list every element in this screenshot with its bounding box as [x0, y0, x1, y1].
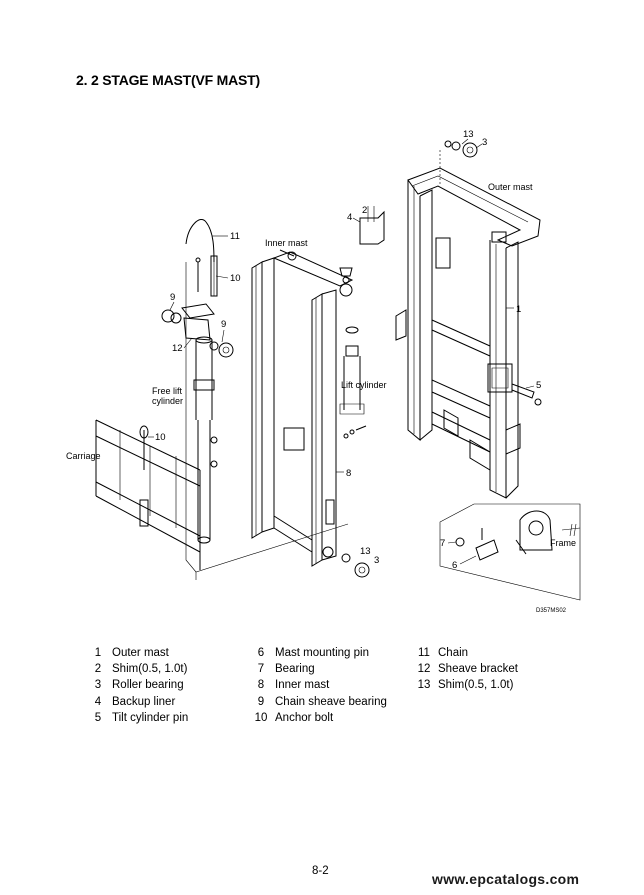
legend-item: [410, 710, 554, 726]
legend-number: [410, 694, 438, 710]
legend-label: Chain sheave bearing: [275, 695, 387, 708]
legend-label: Sheave bracket: [438, 663, 518, 676]
free-lift-assembly-drawing: [95, 219, 349, 580]
outer-mast-drawing: [359, 140, 542, 499]
legend-label: Anchor bolt: [275, 711, 334, 724]
callout-1: 1: [516, 304, 521, 315]
callout-3-bottom: 3: [374, 555, 379, 566]
legend-item: 13 Shim(0.5, 1.0t): [410, 677, 554, 693]
legend-number: 13: [417, 679, 431, 692]
frame-label: Frame: [550, 538, 576, 548]
legend-number: 12: [417, 663, 431, 676]
drawing-code: D357MS02: [536, 608, 567, 614]
callout-2: 2: [362, 205, 367, 216]
legend-label: Tilt cylinder pin: [112, 711, 189, 724]
legend-label: Inner mast: [275, 679, 330, 692]
frame-drawing: [439, 503, 581, 601]
callout-9-upper: 9: [170, 292, 175, 303]
legend-label: Bearing: [275, 663, 315, 676]
legend-number: 9: [257, 695, 265, 708]
callout-8: 8: [346, 468, 351, 479]
lift-cylinder-drawing: [339, 326, 367, 439]
legend-item: 9 Chain sheave bearing: [247, 694, 410, 710]
callout-5: 5: [536, 380, 541, 391]
callout-12: 12: [172, 343, 183, 354]
legend-item: 3 Roller bearing: [84, 677, 247, 693]
legend-item: 4 Backup liner: [84, 694, 247, 710]
callout-9-lower: 9: [221, 319, 226, 330]
legend-number: 6: [257, 647, 265, 659]
legend-label: Mast mounting pin: [275, 647, 369, 659]
page-number: 8-2: [312, 865, 329, 877]
legend-item: 5 Tilt cylinder pin: [84, 710, 247, 726]
watermark: www.epcatalogs.com: [432, 871, 580, 887]
callout-7: 7: [440, 538, 445, 549]
legend-number: 11: [418, 647, 430, 659]
legend-item: 2 Shim(0.5, 1.0t): [84, 661, 247, 677]
legend-label: Outer mast: [112, 647, 169, 659]
parts-legend: 1 Outer mast 6 Mast mounting pin 11 Chain 2…: [84, 645, 554, 726]
legend-label: Roller bearing: [112, 679, 184, 692]
legend-item: 7 Bearing: [247, 661, 410, 677]
exploded-mast-diagram: Outer mast Inner mast Free lift cylinder…: [66, 129, 581, 614]
legend-item: 12 Sheave bracket: [410, 661, 554, 677]
inner-mast-drawing: [251, 249, 370, 578]
legend-label: Shim(0.5, 1.0t): [438, 679, 514, 692]
legend-number: 1: [94, 647, 102, 659]
callout-10-lower: 10: [155, 432, 166, 443]
callout-10-upper: 10: [230, 273, 241, 284]
callout-4: 4: [347, 212, 352, 223]
page-title: 2. 2 STAGE MAST(VF MAST): [76, 72, 260, 88]
legend-item: 1 Outer mast: [84, 645, 247, 661]
legend-item: 11 Chain: [410, 645, 554, 661]
legend-number: 2: [94, 663, 102, 676]
free-lift-cylinder-label-line2: cylinder: [152, 396, 183, 406]
callout-13-bottom: 13: [360, 546, 371, 557]
legend-number: 5: [94, 711, 102, 724]
legend-label: Backup liner: [112, 695, 176, 708]
legend-label: Chain: [438, 647, 469, 659]
outer-mast-label: Outer mast: [488, 182, 533, 192]
legend-number: 8: [257, 679, 265, 692]
callout-11: 11: [230, 231, 240, 242]
free-lift-cylinder-label-line1: Free lift: [152, 386, 183, 396]
legend-item: 6 Mast mounting pin: [247, 645, 410, 661]
legend-number: [410, 710, 438, 726]
callout-6: 6: [452, 560, 457, 571]
callout-13-top: 13: [463, 129, 474, 140]
legend-label: Shim(0.5, 1.0t): [112, 663, 188, 676]
carriage-label: Carriage: [66, 451, 101, 461]
callout-3-top: 3: [482, 137, 487, 148]
legend-number: 7: [257, 663, 265, 676]
legend-item: [410, 694, 554, 710]
legend-item: 8 Inner mast: [247, 677, 410, 693]
lift-cylinder-label: Lift cylinder: [341, 380, 387, 390]
inner-mast-label: Inner mast: [265, 238, 308, 248]
legend-number: 3: [94, 679, 102, 692]
legend-item: 10 Anchor bolt: [247, 710, 410, 726]
legend-number: 4: [94, 695, 102, 708]
legend-number: 10: [254, 711, 268, 724]
